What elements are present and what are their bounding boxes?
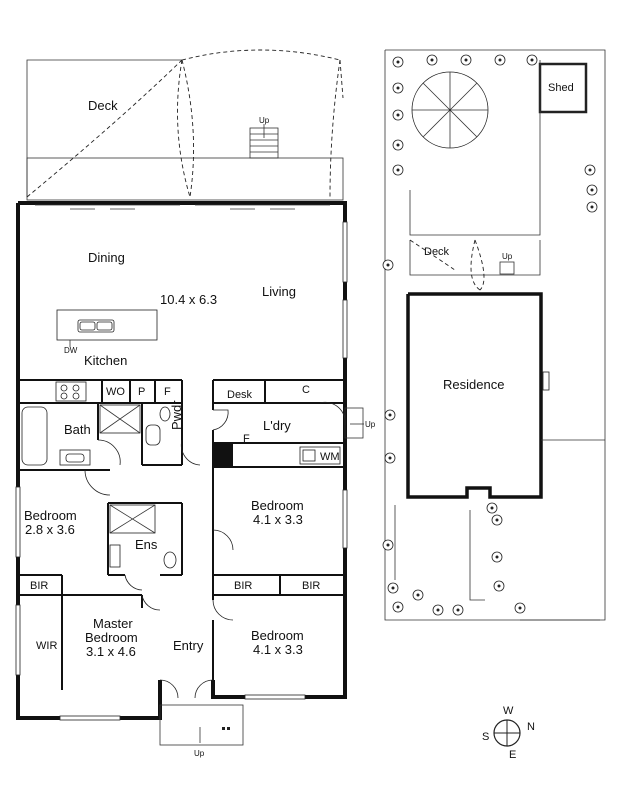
bir3-label: BIR [302,580,320,592]
large-tree-icon [411,71,489,149]
compass-north-label: N [527,721,535,733]
shrub-center-icon [396,143,400,147]
bathtub [21,406,48,466]
entry-label: Entry [173,638,204,653]
bedroom4-name-label: Bedroom [251,628,304,643]
room-labels: Dining 10.4 x 6.3 Living DW Kitchen WO P… [24,250,376,758]
laundry-stair-up-label: Up [365,420,376,429]
entry-stair-up-label: Up [194,749,205,758]
shrub-center-icon [391,586,395,590]
laundry-fridge-label: F [243,433,250,445]
shrub-center-icon [498,58,502,62]
bir2-label: BIR [234,580,252,592]
shrub-center-icon [495,518,499,522]
shrub-center-icon [386,543,390,547]
wall-oven-label: WO [106,386,125,398]
shrub-center-icon [416,593,420,597]
shrub-center-icon [490,506,494,510]
shed-label: Shed [548,82,574,94]
wir-label: WIR [36,640,57,652]
pantry-label: P [138,386,145,398]
compass-east-label: E [509,749,516,761]
living-label: Living [262,284,296,299]
bath-label: Bath [64,422,91,437]
site-plan: Shed Deck Up Residence [382,49,606,621]
chimney-block [213,443,233,467]
bedroom2-name-label: Bedroom [24,508,77,523]
shrub-center-icon [430,58,434,62]
washing-machine-label: WM [320,451,340,463]
shed-outline [538,62,588,114]
ensuite-label: Ens [135,537,158,552]
master-dims-label: 3.1 x 4.6 [86,644,136,659]
compass-rose-icon: W S N E [482,705,535,761]
shrub-center-icon [495,555,499,559]
residence-label: Residence [443,377,504,392]
fridge-label: F [164,386,171,398]
master-name2-label: Bedroom [85,630,138,645]
site-stair-up-label: Up [502,252,513,261]
shrub-center-icon [388,413,392,417]
shrub-center-icon [436,608,440,612]
shrub-center-icon [590,188,594,192]
small-trees [382,54,598,616]
shrub-center-icon [386,263,390,267]
door-swings [84,401,364,699]
shrub-center-icon [588,168,592,172]
residence-outline [406,292,543,499]
shrub-center-icon [388,456,392,460]
shrub-center-icon [396,113,400,117]
shrub-center-icon [396,60,400,64]
powder-room-label: Pwdr [169,400,184,430]
deck-area: Up Deck [26,49,344,201]
bedroom3-dims-label: 4.1 x 3.3 [253,512,303,527]
deck-stair-up-label: Up [259,116,270,125]
dishwasher-label: DW [64,346,78,355]
shrub-center-icon [518,606,522,610]
desk-label: Desk [227,389,253,401]
bir1-label: BIR [30,580,48,592]
bedroom4-dims-label: 4.1 x 3.3 [253,642,303,657]
shrub-center-icon [464,58,468,62]
fixtures [21,309,341,746]
compass-west-label: W [503,705,514,717]
shrub-center-icon [590,205,594,209]
master-name-label: Master [93,616,133,631]
bedroom3-name-label: Bedroom [251,498,304,513]
compass-south-label: S [482,731,489,743]
deck-label: Deck [88,98,118,113]
cupboard-label: C [302,384,310,396]
laundry-label: L'dry [263,418,291,433]
shrub-center-icon [396,86,400,90]
kitchen-label: Kitchen [84,353,127,368]
dining-label: Dining [88,250,125,265]
shrub-center-icon [396,168,400,172]
shrub-center-icon [396,605,400,609]
main-room-dimensions: 10.4 x 6.3 [160,292,217,307]
interior-walls [18,379,345,690]
bedroom2-dims-label: 2.8 x 3.6 [25,522,75,537]
shrub-center-icon [497,584,501,588]
shrub-center-icon [530,58,534,62]
shrub-center-icon [456,608,460,612]
site-deck-label: Deck [424,246,450,258]
